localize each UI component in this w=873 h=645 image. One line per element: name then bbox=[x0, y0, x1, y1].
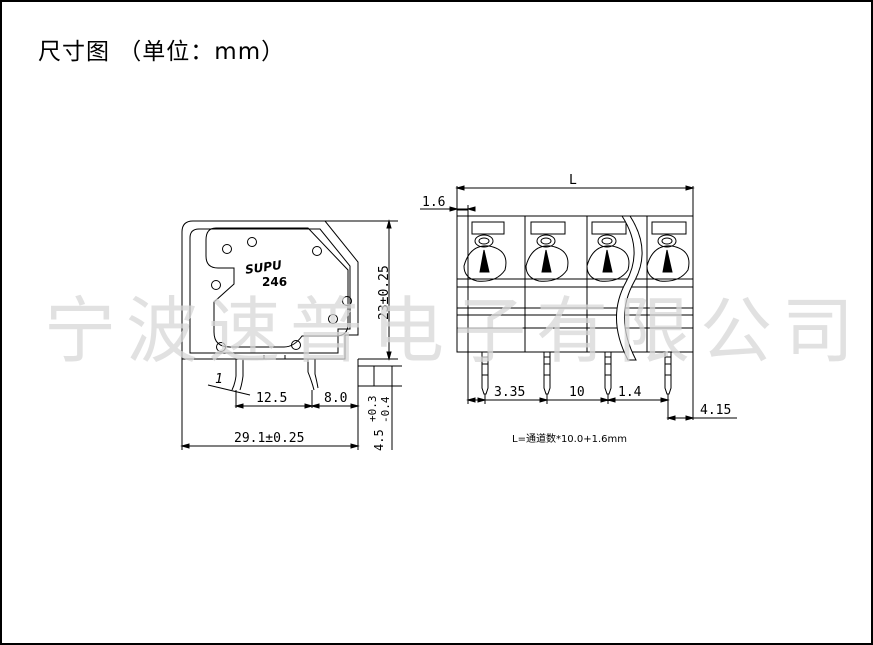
pole-2 bbox=[525, 234, 569, 282]
pole-3 bbox=[586, 234, 630, 282]
model-number: 246 bbox=[262, 275, 287, 289]
side-hole bbox=[222, 244, 232, 254]
pin-4 bbox=[664, 356, 672, 395]
front-dim-end-arrows bbox=[666, 415, 695, 421]
front-bands bbox=[457, 278, 693, 329]
dim-offset-arrows bbox=[310, 403, 360, 409]
dim-width-arrows bbox=[180, 443, 360, 449]
dim-end-label-front: 4.15 bbox=[700, 403, 731, 418]
pole-4 bbox=[646, 234, 690, 282]
dim-offset-label: 8.0 bbox=[324, 391, 347, 406]
front-dim-ext bbox=[467, 352, 694, 420]
front-flange bbox=[456, 209, 469, 216]
front-separators bbox=[467, 216, 648, 352]
side-pin-left bbox=[231, 359, 244, 391]
dim-L-arrows bbox=[455, 185, 695, 191]
side-base-step bbox=[263, 355, 286, 359]
side-hole bbox=[312, 246, 322, 256]
dim-ext-lines bbox=[181, 359, 393, 450]
front-poles bbox=[463, 234, 690, 282]
pin-tops bbox=[481, 352, 672, 357]
side-housing-outline bbox=[181, 220, 359, 360]
dim-pinlen-tol-minus: -0.4 bbox=[379, 396, 392, 423]
front-dim-arrows bbox=[466, 397, 670, 403]
dim-height-arrows bbox=[386, 219, 392, 361]
brand-logo: SUPU bbox=[244, 258, 283, 277]
break-mark bbox=[616, 215, 643, 361]
front-dimensions bbox=[466, 352, 737, 421]
side-hole bbox=[216, 342, 226, 352]
dim-pitch-label-front: 10 bbox=[569, 385, 585, 400]
side-pin-right bbox=[307, 359, 319, 391]
dim-flange-label: 1.6 bbox=[422, 195, 445, 210]
side-hole bbox=[291, 340, 301, 350]
dim-pin-label-front: 1.4 bbox=[618, 385, 642, 400]
dim-pindia-leader bbox=[207, 384, 251, 396]
front-tabs bbox=[471, 221, 687, 235]
pole-1 bbox=[463, 234, 507, 282]
pin-2 bbox=[543, 356, 551, 395]
front-body bbox=[456, 215, 694, 353]
dim-offset-label-front: 3.35 bbox=[494, 385, 525, 400]
side-view bbox=[180, 219, 402, 450]
dim-pitch-label: 12.5 bbox=[256, 391, 287, 406]
side-hole bbox=[211, 280, 221, 290]
dim-pitch-arrows bbox=[234, 403, 314, 409]
dim-L-ext bbox=[456, 186, 694, 216]
dim-height-lines bbox=[325, 220, 398, 360]
dim-height-label: 23±0.25 bbox=[377, 265, 392, 320]
pin-3 bbox=[604, 356, 612, 395]
dim-pinlen-label: 4.5 bbox=[372, 429, 386, 451]
dim-width-label: 29.1±0.25 bbox=[234, 431, 304, 446]
drawing-title: 尺寸图 （单位：mm） bbox=[38, 39, 286, 65]
front-pins bbox=[481, 352, 672, 395]
dim-pindia-label: 1 bbox=[215, 372, 223, 387]
dim-baseline bbox=[358, 365, 402, 387]
front-view bbox=[420, 185, 695, 353]
formula-note: L=通道数*10.0+1.6mm bbox=[512, 432, 627, 445]
dim-L-label: L bbox=[569, 173, 577, 188]
side-hole bbox=[247, 237, 257, 247]
dim-flange-arrows bbox=[449, 206, 476, 212]
side-hole bbox=[342, 296, 352, 306]
side-housing-inner bbox=[189, 228, 351, 354]
side-hole bbox=[328, 314, 338, 324]
pin-1 bbox=[481, 356, 489, 395]
dim-pinlen-tol-plus: +0.3 bbox=[366, 396, 379, 423]
